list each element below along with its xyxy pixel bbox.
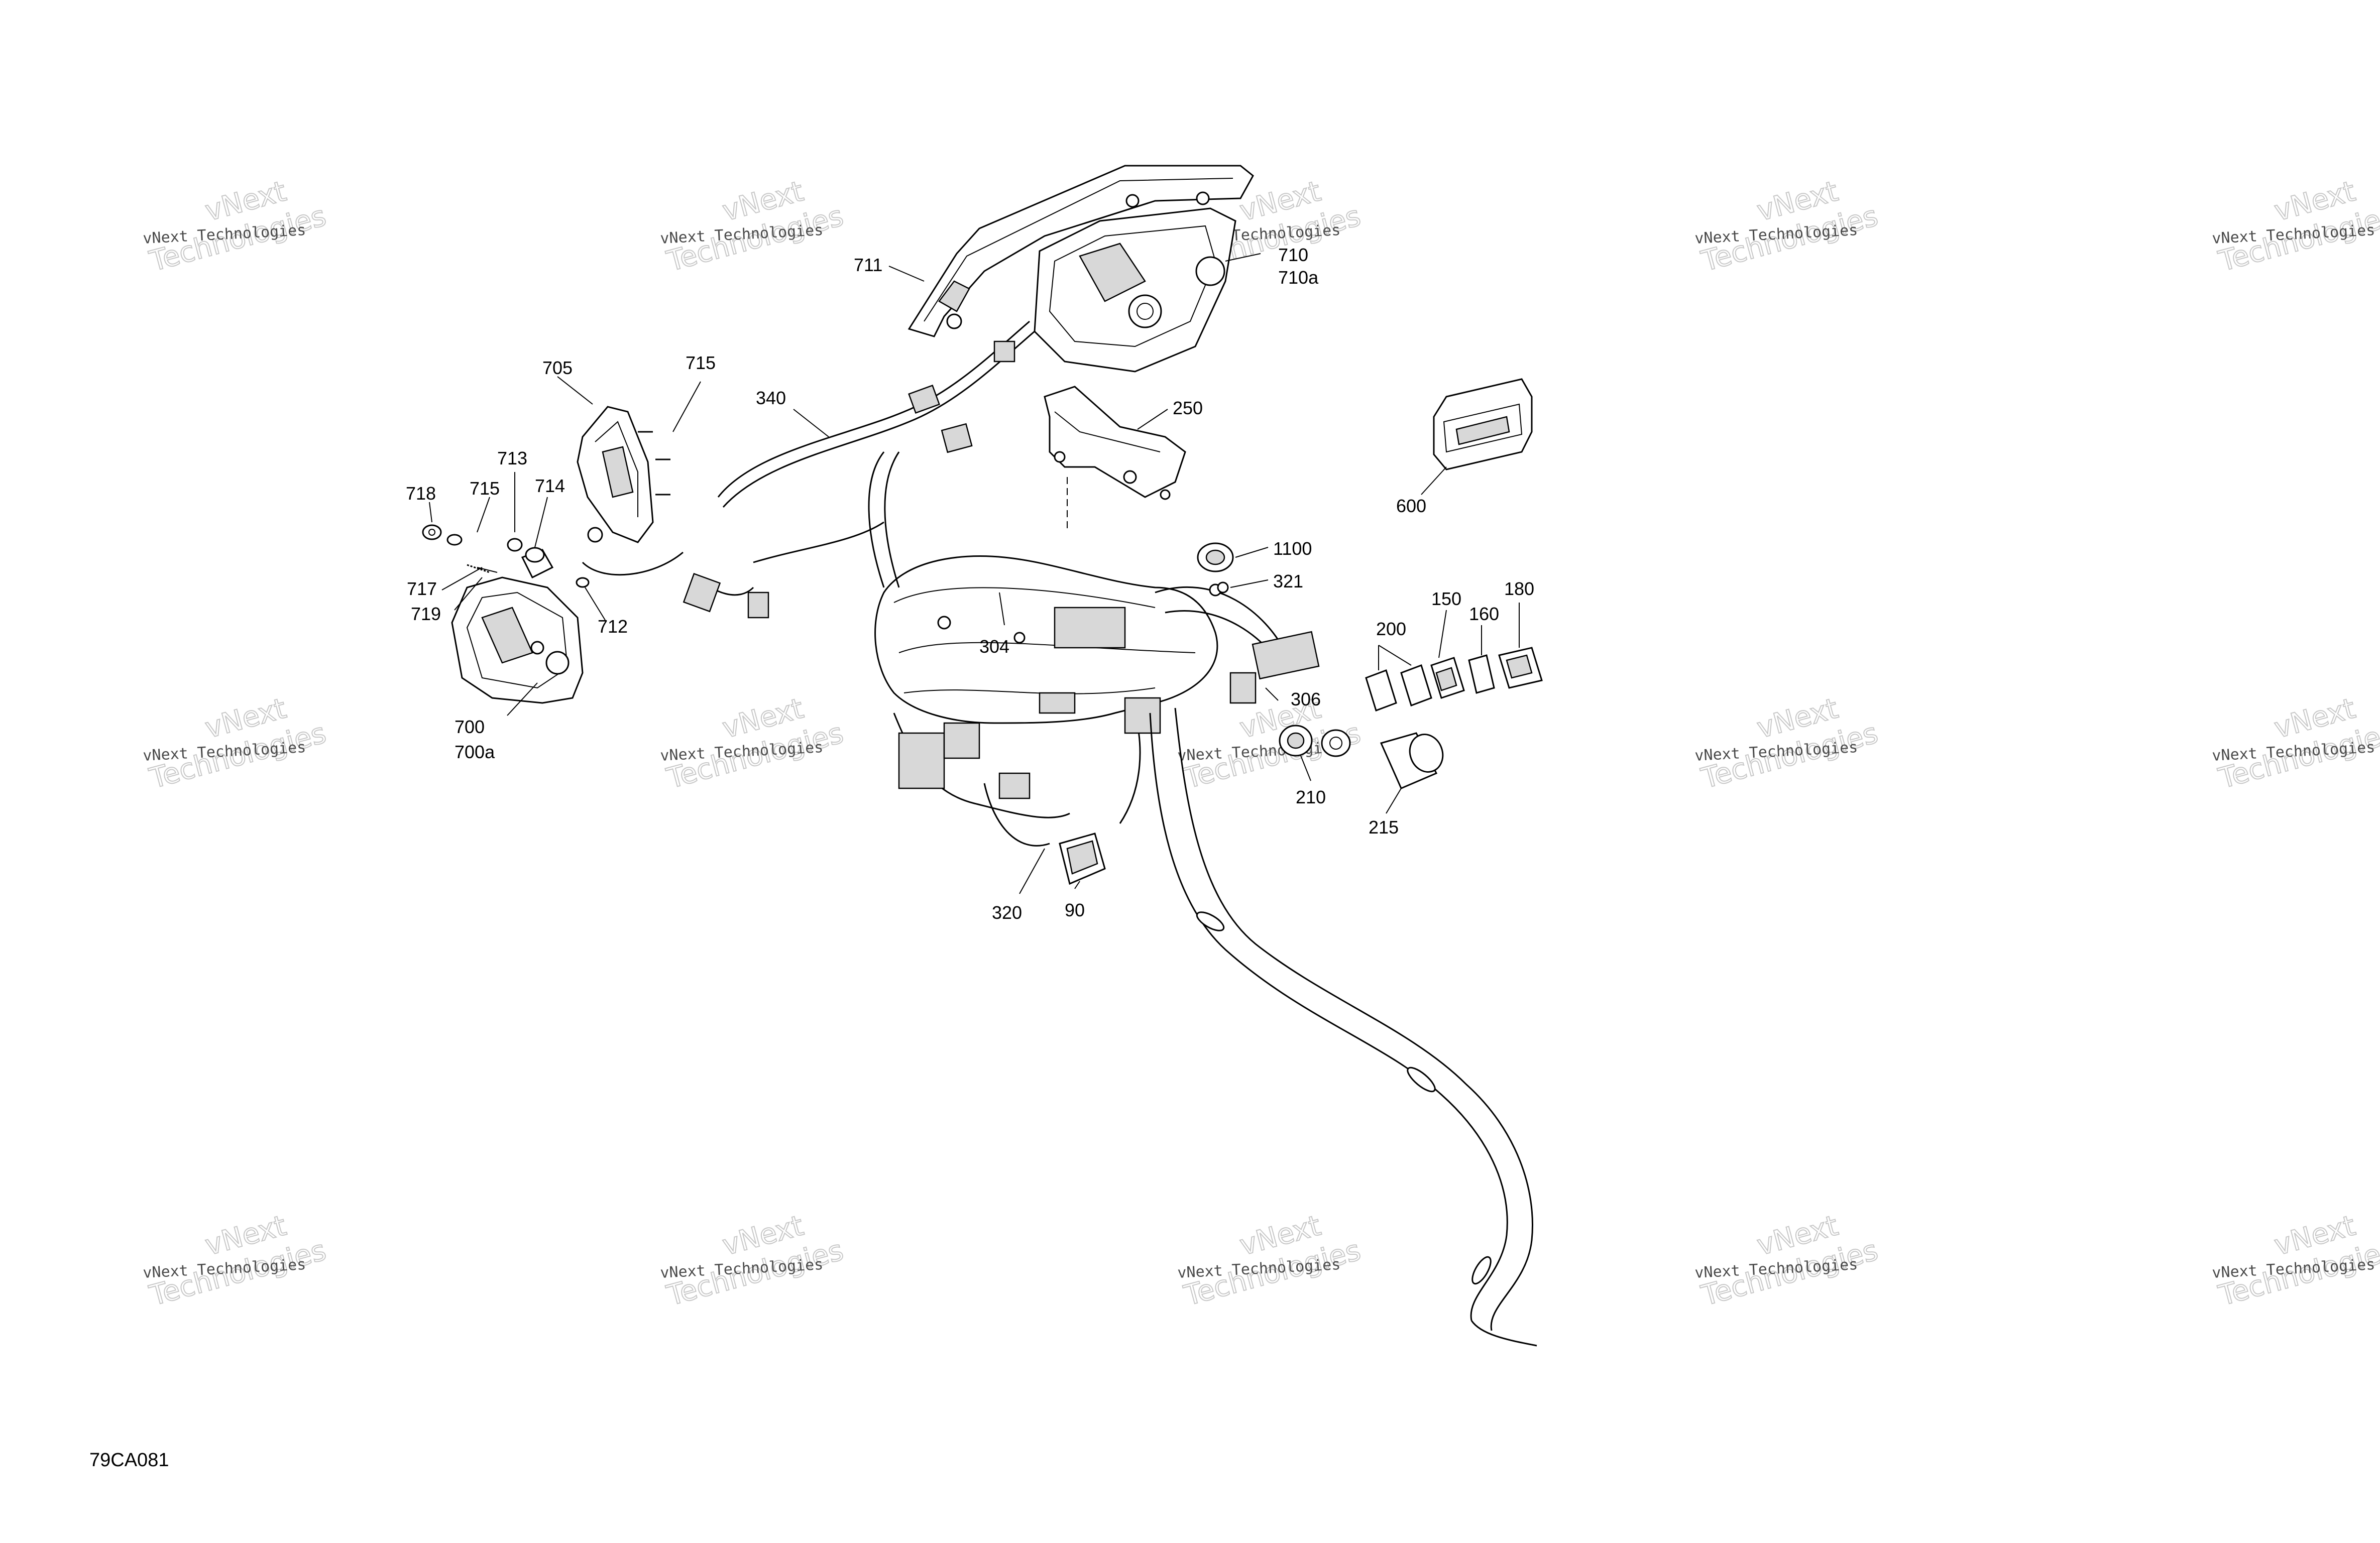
label-710: 710 — [1278, 245, 1308, 265]
label-705: 705 — [542, 358, 573, 378]
label-250: 250 — [1173, 398, 1203, 418]
label-700: 700 — [455, 717, 485, 737]
label-700a: 700a — [455, 742, 495, 762]
label-320: 320 — [992, 902, 1022, 923]
label-713: 713 — [497, 448, 527, 468]
cap-215 — [1380, 732, 1444, 789]
part-labels: 711 710 710a 705 715 340 250 600 713 718… — [406, 245, 1534, 923]
label-712: 712 — [598, 616, 628, 637]
label-714: 714 — [535, 476, 565, 496]
label-200: 200 — [1376, 619, 1406, 639]
headlight-housing-710 — [1034, 207, 1236, 373]
switch-row — [1365, 647, 1543, 711]
label-711: 711 — [854, 255, 882, 275]
label-1100: 1100 — [1273, 538, 1312, 559]
label-210: 210 — [1296, 787, 1326, 807]
label-160: 160 — [1469, 604, 1499, 624]
hardware-washers — [422, 524, 590, 588]
bracket-705 — [577, 406, 670, 543]
bracket-250 — [1044, 386, 1186, 532]
switch-90 — [1059, 833, 1106, 885]
label-215: 215 — [1369, 817, 1399, 838]
label-600: 600 — [1396, 496, 1426, 516]
headlamp-700 — [451, 549, 584, 704]
label-715-left: 715 — [470, 478, 500, 499]
leader-lines — [429, 253, 1520, 894]
label-321: 321 — [1273, 571, 1303, 591]
figure-reference: 79CA081 — [89, 1450, 169, 1471]
display-600 — [1433, 378, 1533, 470]
label-340: 340 — [756, 388, 786, 408]
label-715-top: 715 — [686, 352, 716, 373]
label-304: 304 — [979, 636, 1009, 657]
label-718: 718 — [406, 483, 436, 504]
label-717: 717 — [407, 578, 437, 599]
label-306: 306 — [1291, 689, 1321, 709]
label-180: 180 — [1504, 578, 1534, 599]
main-cable — [1149, 707, 1537, 1347]
label-719: 719 — [411, 604, 441, 624]
label-90: 90 — [1065, 900, 1085, 920]
label-710a: 710a — [1278, 267, 1319, 288]
wire-harness — [582, 320, 1320, 847]
headlight-bezel-711 — [908, 165, 1254, 337]
label-150: 150 — [1431, 588, 1461, 609]
socket-210 — [1279, 725, 1351, 757]
sensor-1100 — [1197, 542, 1234, 594]
